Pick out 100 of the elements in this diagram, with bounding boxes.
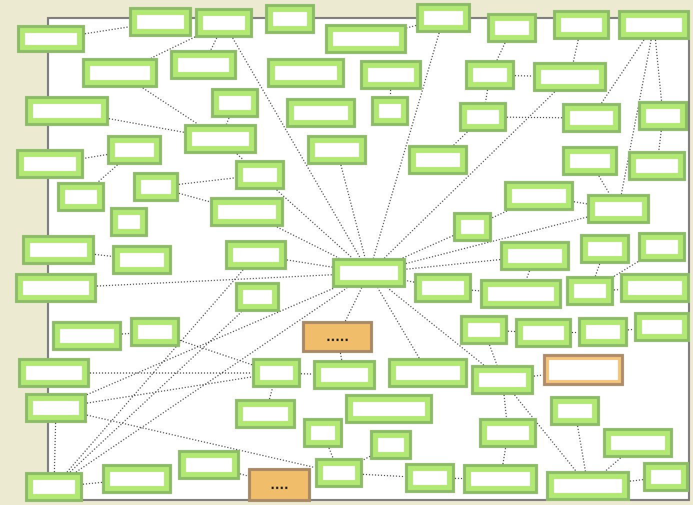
connector-line bbox=[620, 40, 652, 194]
connector-line bbox=[98, 164, 118, 182]
node-box bbox=[235, 282, 280, 312]
connector-line bbox=[340, 352, 342, 360]
connector-line bbox=[276, 190, 353, 258]
node-box bbox=[235, 399, 296, 429]
node-box bbox=[562, 103, 621, 133]
connector-line bbox=[508, 330, 516, 332]
connector-line bbox=[489, 344, 498, 366]
connector-line bbox=[269, 388, 273, 400]
connector-line bbox=[406, 259, 500, 270]
connector-line bbox=[453, 132, 468, 146]
connector-line bbox=[236, 154, 244, 160]
node-box bbox=[504, 181, 574, 211]
connector-line bbox=[142, 88, 198, 124]
connector-line bbox=[76, 288, 348, 472]
connector-line bbox=[502, 448, 506, 464]
node-label: ..... bbox=[326, 330, 349, 344]
connector-line bbox=[574, 201, 588, 204]
node-box bbox=[408, 145, 468, 175]
node-box bbox=[52, 321, 122, 351]
connector-line bbox=[344, 288, 362, 322]
connector-line bbox=[70, 312, 242, 472]
node-box bbox=[562, 146, 618, 176]
connector-line bbox=[54, 422, 56, 472]
connector-line bbox=[340, 164, 366, 258]
node-label: .... bbox=[270, 478, 289, 492]
node-box bbox=[286, 98, 356, 128]
node-box bbox=[210, 197, 284, 227]
connector-line bbox=[614, 261, 638, 277]
connector-line bbox=[232, 38, 361, 258]
node-box bbox=[15, 273, 97, 303]
node-box bbox=[110, 207, 148, 237]
node-box bbox=[487, 13, 537, 43]
node-box bbox=[460, 315, 508, 345]
node-box bbox=[303, 418, 343, 448]
node-box bbox=[638, 232, 686, 262]
node-box bbox=[634, 312, 690, 342]
connector-line bbox=[82, 482, 102, 485]
node-box bbox=[533, 62, 607, 92]
node-box bbox=[416, 3, 471, 33]
node-box bbox=[603, 428, 673, 458]
node-box bbox=[388, 358, 468, 388]
connector-line bbox=[180, 340, 252, 366]
node-box bbox=[332, 258, 406, 288]
connector-line bbox=[406, 24, 416, 28]
connector-line bbox=[572, 40, 579, 62]
node-box bbox=[360, 60, 422, 90]
node-box bbox=[107, 135, 162, 165]
connector-line bbox=[226, 118, 230, 124]
node-box bbox=[500, 241, 570, 271]
node-box bbox=[130, 317, 180, 347]
connector-line bbox=[86, 414, 316, 468]
connector-line bbox=[601, 40, 644, 104]
connector-line bbox=[384, 92, 556, 258]
connector-line bbox=[577, 426, 586, 472]
node-box bbox=[480, 279, 562, 309]
node-box bbox=[580, 234, 630, 264]
connector-line bbox=[86, 288, 335, 396]
connector-line bbox=[654, 40, 662, 102]
node-box bbox=[25, 472, 83, 502]
node-box bbox=[129, 7, 192, 37]
connector-line bbox=[406, 216, 588, 264]
node-box bbox=[82, 58, 158, 88]
connector-line bbox=[658, 130, 662, 152]
connector-line bbox=[276, 226, 340, 258]
connector-line bbox=[328, 448, 334, 458]
connector-line bbox=[630, 479, 644, 482]
node-box bbox=[18, 358, 90, 388]
connector-line bbox=[514, 394, 576, 472]
node-box bbox=[345, 394, 433, 424]
node-box bbox=[453, 212, 492, 242]
node-box bbox=[620, 273, 690, 303]
node-box bbox=[618, 10, 690, 40]
node-box bbox=[566, 276, 614, 306]
node-box bbox=[414, 273, 472, 303]
node-box bbox=[184, 124, 257, 154]
node-box bbox=[325, 24, 407, 54]
node-box bbox=[195, 8, 253, 38]
node-box bbox=[546, 471, 630, 501]
connector-line bbox=[526, 270, 530, 280]
node-box bbox=[628, 151, 686, 181]
node-box bbox=[465, 60, 515, 90]
node-box bbox=[25, 96, 109, 126]
connector-line bbox=[372, 32, 440, 258]
connector-line bbox=[362, 456, 370, 461]
node-box bbox=[178, 450, 240, 480]
node-box bbox=[102, 464, 172, 494]
node-box bbox=[302, 321, 373, 353]
connector-line bbox=[604, 458, 622, 472]
connector-line bbox=[362, 474, 406, 478]
connector-line bbox=[492, 210, 508, 218]
node-box bbox=[371, 96, 409, 126]
node-box bbox=[578, 317, 628, 347]
node-box bbox=[133, 172, 179, 202]
connector-line bbox=[178, 177, 236, 185]
connector-line bbox=[94, 254, 112, 257]
node-box bbox=[638, 101, 688, 131]
node-box bbox=[170, 50, 237, 80]
node-box bbox=[315, 458, 363, 488]
